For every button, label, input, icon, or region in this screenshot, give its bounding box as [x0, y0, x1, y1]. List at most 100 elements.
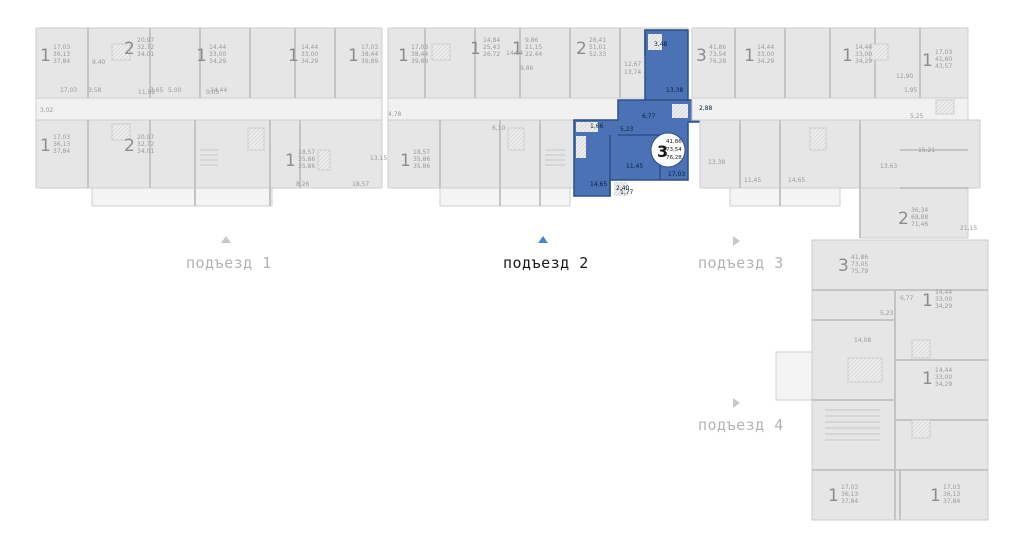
room-area-label: 6,10 — [492, 125, 506, 132]
apartment-area: 17,03 — [935, 49, 952, 56]
apartment-rooms: 1 — [828, 486, 839, 506]
apartment-rooms: 1 — [922, 291, 933, 311]
apartment-area: 39,89 — [411, 58, 428, 65]
selected-room-area: 14,65 — [590, 181, 607, 188]
apartment-area: 73,05 — [851, 261, 868, 268]
selected-room-area: 2,40 — [616, 185, 630, 192]
apartment-area: 35,86 — [298, 163, 315, 170]
room-area-label: 13,38 — [708, 159, 725, 166]
apartment-area: 17,03 — [943, 484, 960, 491]
room-area-label: 13,15 — [370, 155, 387, 162]
room-area-label: 14,08 — [854, 337, 871, 344]
apartment-area: 14,44 — [757, 44, 774, 51]
apartment-area: 34,29 — [209, 58, 226, 65]
apartment-area: 37,84 — [53, 148, 70, 155]
selected-apartment[interactable]: 3 41,86 73,54 76,28 — [573, 29, 713, 197]
apartment-rooms: 3 — [838, 256, 849, 276]
apartment-area: 38,44 — [411, 51, 428, 58]
apartment-rooms: 1 — [400, 151, 411, 171]
apartment-area: 20,97 — [137, 37, 154, 44]
entrance-1-arrow-icon — [221, 236, 231, 243]
apartment-area: 17,03 — [361, 44, 378, 51]
room-area-label: 14,84 — [506, 50, 523, 57]
apartment-area: 38,44 — [361, 51, 378, 58]
selected-area-2: 76,28 — [666, 155, 682, 161]
apartment-area: 34,29 — [301, 58, 318, 65]
room-area-label: 4,78 — [388, 111, 402, 118]
apartment-area: 34,29 — [935, 381, 952, 388]
apartment-rooms: 2 — [124, 136, 135, 156]
room-area-label: 5,00 — [168, 87, 182, 94]
entrance-4-label[interactable]: подъезд 4 — [698, 416, 784, 434]
apartment-area: 37,84 — [841, 498, 858, 505]
apartment-area: 36,13 — [943, 491, 960, 498]
apartment-rooms: 1 — [512, 39, 523, 59]
selected-room-area: 1,66 — [590, 123, 604, 130]
apartment-rooms: 1 — [288, 46, 299, 66]
apartment-area: 33,00 — [301, 51, 318, 58]
apartment-area: 18,57 — [413, 149, 430, 156]
apartment-area: 18,57 — [298, 149, 315, 156]
apartment-rooms: 1 — [470, 39, 481, 59]
apartment-area: 33,00 — [855, 51, 872, 58]
apartment-area: 14,44 — [209, 44, 226, 51]
apartment-area: 34,29 — [855, 58, 872, 65]
apartment-rooms: 1 — [40, 136, 51, 156]
room-area-label: 13,74 — [624, 69, 641, 76]
entrance-1-label[interactable]: подъезд 1 — [186, 254, 272, 272]
room-area-label: 9,40 — [92, 59, 106, 66]
apartment-area: 35,86 — [413, 156, 430, 163]
room-area-label: 12,67 — [624, 61, 641, 68]
apartment-area: 17,03 — [411, 44, 428, 51]
room-area-label: 9,05 — [206, 89, 220, 96]
apartment-area: 52,33 — [589, 51, 606, 58]
section-3 — [691, 27, 981, 239]
selected-room-area: 13,38 — [666, 87, 683, 94]
entrance-3-label[interactable]: подъезд 3 — [698, 254, 784, 272]
selected-room-area: 2,88 — [699, 105, 713, 112]
entrance-2-label[interactable]: подъезд 2 — [503, 254, 589, 272]
room-area-label: 3,65 — [150, 87, 164, 94]
apartment-area: 33,00 — [935, 296, 952, 303]
selected-room-area: 6,77 — [642, 113, 656, 120]
room-area-label: 8,26 — [296, 181, 310, 188]
apartment-rooms: 2 — [124, 39, 135, 59]
apartment-area: 17,03 — [53, 134, 70, 141]
section-2 — [387, 27, 689, 207]
room-area-label: 3,02 — [40, 107, 54, 114]
selected-room-area: 3,48 — [654, 41, 668, 48]
selected-room-area: 5,23 — [620, 126, 634, 133]
apartment-rooms: 2 — [576, 39, 587, 59]
entrance-2-arrow-icon — [538, 236, 548, 243]
selected-room-areas: 13,386,775,2314,6511,4517,033,482,401,66… — [590, 41, 713, 196]
room-area-label: 5,23 — [880, 310, 894, 317]
room-area-label: 13,63 — [880, 163, 897, 170]
apartment-area: 43,57 — [935, 63, 952, 70]
apartment-area: 73,54 — [709, 51, 726, 58]
apartment-area: 33,00 — [209, 51, 226, 58]
apartment-area: 35,86 — [298, 156, 315, 163]
